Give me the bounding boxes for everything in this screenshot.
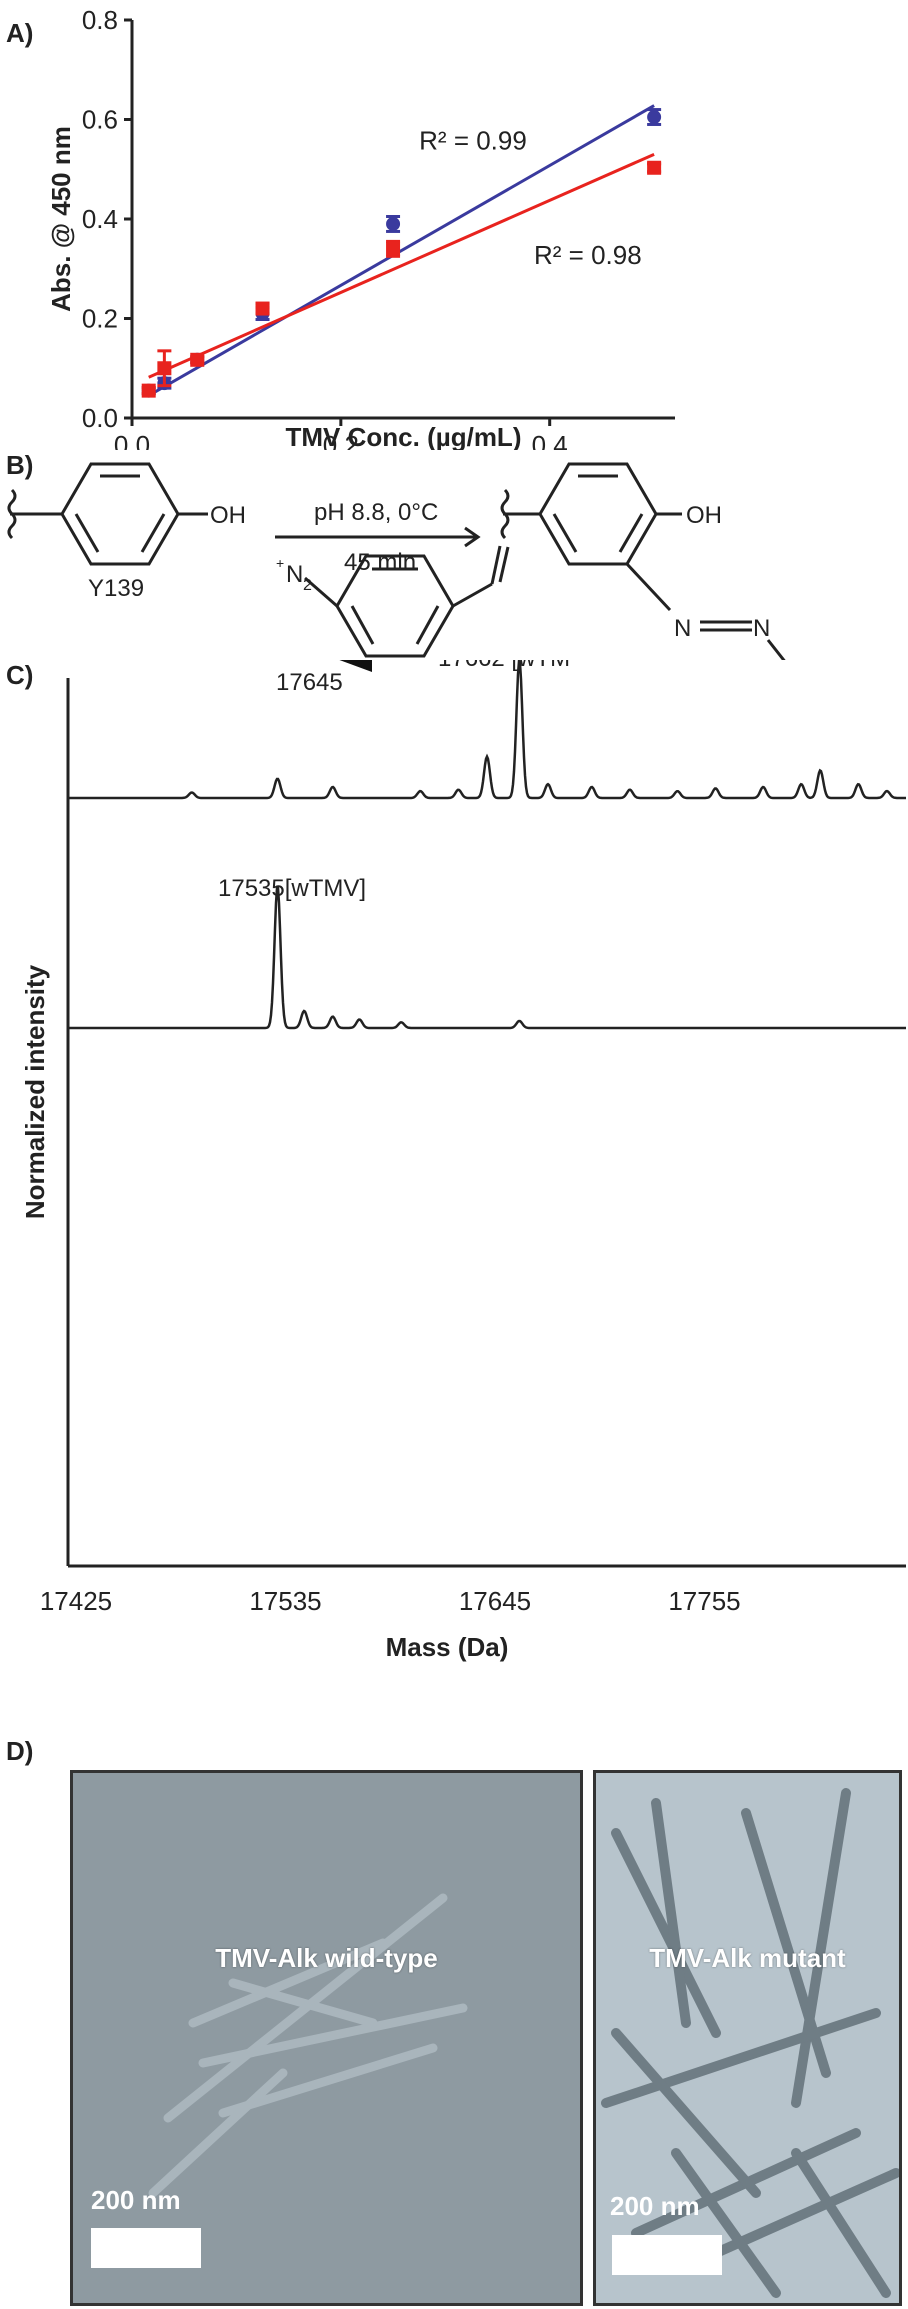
data-point [386, 241, 401, 256]
conditions-bottom: 45 min [344, 549, 416, 576]
mutant-caption: TMV-Alk mutant [649, 1943, 846, 1973]
x-axis-title: Mass (Da) [386, 1632, 509, 1662]
spectrum-trace-3 [68, 660, 906, 800]
reaction-scheme: OH Y139 pH 8.8, 0°C 45 min + N 2 OH N N [7, 462, 786, 660]
micrograph-wild-type: TMV-Alk wild-type 200 nm [70, 1770, 583, 2306]
oh-right: OH [686, 502, 722, 529]
data-point [157, 361, 172, 376]
y-tick-label: 0.4 [82, 204, 118, 234]
x-axis-title: TMV Conc. (µg/mL) [286, 422, 522, 450]
wild-type-rods [148, 1893, 468, 2198]
x-tick-label: 0.2 [323, 430, 359, 450]
diazonium-n: N [286, 561, 303, 588]
panel-label-a: A) [6, 18, 34, 48]
data-point [647, 110, 662, 125]
peak-label: 17662 [wTM [438, 660, 570, 672]
fit-line-1 [147, 104, 655, 397]
x-tick-label: 0.0 [114, 430, 150, 450]
x-tick-label: 0.4 [532, 430, 568, 450]
r-squared-label-1: R² = 0.99 [419, 125, 527, 155]
wild-type-caption: TMV-Alk wild-type [215, 1943, 438, 1973]
x-tick-label: 17425 [40, 1586, 112, 1616]
residue-label: Y139 [88, 575, 144, 602]
wild-type-scale-label: 200 nm [91, 2185, 181, 2215]
tyrosine-ring [60, 462, 180, 566]
data-point [255, 301, 270, 316]
peak-label: 17645 [276, 669, 343, 696]
oh-left: OH [210, 502, 246, 529]
spectrum-trace-4 [68, 886, 906, 1030]
mutant-scale-bar [612, 2235, 722, 2275]
x-tick-label: 17535 [249, 1586, 321, 1616]
conditions-top: pH 8.8, 0°C [314, 499, 438, 526]
data-point [141, 383, 156, 398]
product-ring [538, 462, 658, 566]
y-tick-label: 0.6 [82, 105, 118, 135]
diazonium-charge: + [276, 555, 284, 571]
data-point [386, 216, 401, 231]
fit-line-2 [148, 152, 655, 379]
x-tick-label: 17755 [668, 1586, 740, 1616]
y-axis-title: Normalized intensity [20, 964, 50, 1219]
panel-label-d: D) [6, 1736, 34, 1766]
y-tick-label: 0.2 [82, 304, 118, 334]
panel-label-c: C) [6, 660, 34, 690]
diazonium-subscript: 2 [303, 577, 312, 594]
panel-label-b: B) [6, 450, 34, 480]
r-squared-label-2: R² = 0.98 [534, 240, 642, 270]
mutant-scale-label: 200 nm [610, 2191, 700, 2221]
azo-n-1: N [674, 615, 691, 642]
micrograph-mutant: TMV-Alk mutant 200 nm [593, 1770, 902, 2306]
y-tick-label: 0.0 [82, 403, 118, 433]
arrow-head [339, 660, 372, 672]
wild-type-scale-bar [91, 2228, 201, 2268]
mutant-rods [601, 1788, 899, 2298]
y-axis-title: Abs. @ 450 nm [46, 126, 76, 312]
data-point [190, 352, 205, 367]
data-point [647, 160, 662, 175]
x-tick-label: 17645 [459, 1586, 531, 1616]
peak-label: 17535[wTMV] [218, 875, 366, 902]
azo-bond-1 [625, 562, 672, 612]
y-tick-label: 0.8 [82, 5, 118, 35]
azo-n-2: N [753, 615, 770, 642]
